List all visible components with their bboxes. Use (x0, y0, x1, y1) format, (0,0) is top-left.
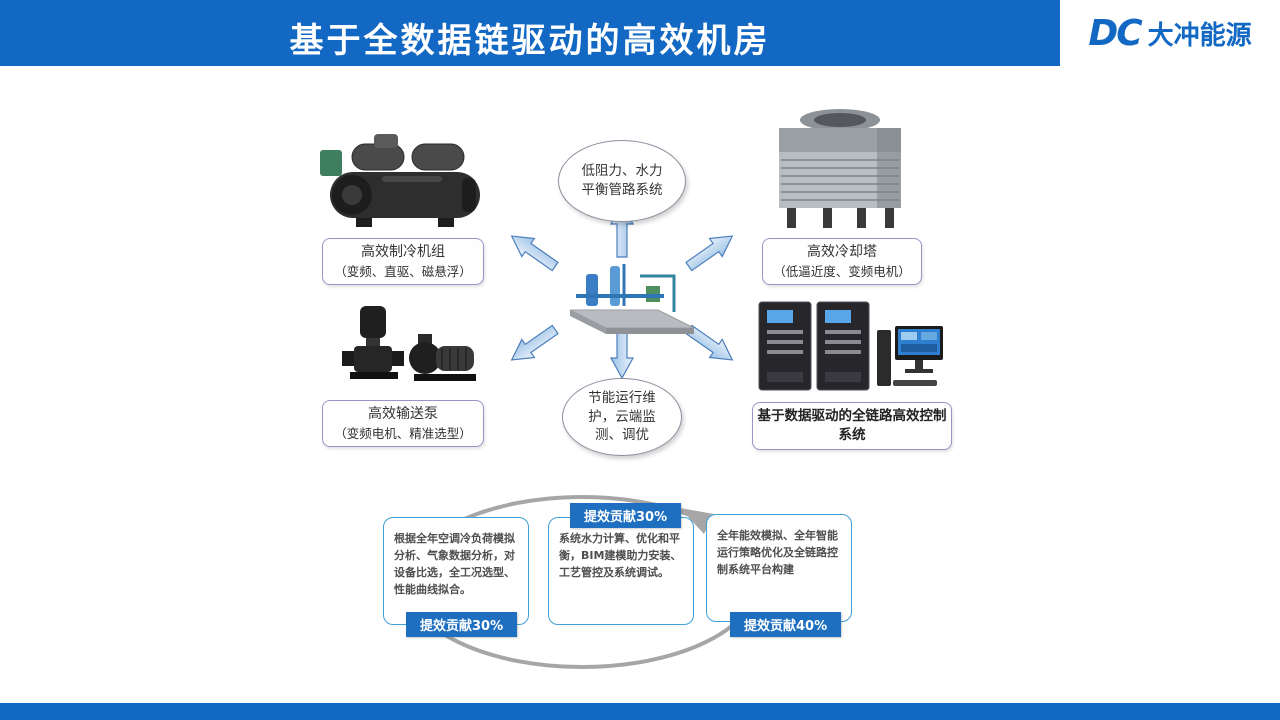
step-box-selection: 根据全年空调冷负荷模拟分析、气象数据分析，对设备比选，全工况选型、性能曲线拟合。 (383, 517, 529, 625)
central-plant-image (569, 264, 695, 334)
efficiency-badge-3: 提效贡献40% (730, 612, 842, 637)
chiller-image (320, 134, 480, 227)
logo-company-name: 大冲能源 (1147, 20, 1252, 51)
pumps-image (342, 306, 476, 381)
header-bar: 基于全数据链驱动的高效机房 DC 大冲能源 (0, 0, 1280, 66)
arrow-lower-left-icon (510, 324, 559, 361)
step-text: 系统水力计算、优化和平衡，BIM建模助力安装、工艺管控及系统调试。 (559, 532, 682, 580)
tower-title: 高效冷却塔 (807, 244, 877, 260)
pump-subtitle: （变频电机、精准选型） (334, 425, 472, 441)
control-system-image (758, 301, 943, 391)
page-title: 基于全数据链驱动的高效机房 (289, 21, 771, 61)
control-title: 基于数据驱动的全链路高效控制系统 (757, 408, 947, 443)
tower-subtitle: （低逼近度、变频电机） (773, 263, 911, 279)
logo-dc-icon: DC (1088, 12, 1142, 54)
step-box-hydraulic: 系统水力计算、优化和平衡，BIM建模助力安装、工艺管控及系统调试。 (548, 517, 694, 625)
chiller-subtitle: （变频、直驱、磁悬浮） (334, 263, 472, 279)
pipeline-system-node: 低阻力、水力平衡管路系统 (558, 140, 686, 222)
step-text: 根据全年空调冷负荷模拟分析、气象数据分析，对设备比选，全工况选型、性能曲线拟合。 (394, 532, 515, 597)
pump-label: 高效输送泵 （变频电机、精准选型） (322, 400, 484, 448)
step-text: 全年能效模拟、全年智能运行策略优化及全链路控制系统平台构建 (717, 529, 838, 577)
chiller-title: 高效制冷机组 (361, 244, 445, 260)
cloud-maintenance-node: 节能运行维护，云端监测、调优 (562, 378, 682, 456)
arrow-lower-right-icon (685, 324, 734, 361)
pump-title: 高效输送泵 (368, 406, 438, 422)
chiller-label: 高效制冷机组 （变频、直驱、磁悬浮） (322, 238, 484, 286)
tower-label: 高效冷却塔 （低逼近度、变频电机） (762, 238, 922, 286)
step-box-strategy: 全年能效模拟、全年智能运行策略优化及全链路控制系统平台构建 (706, 514, 852, 622)
efficiency-badge-2: 提效贡献30% (570, 503, 682, 528)
arrow-upper-left-icon (510, 235, 559, 272)
arrow-upper-right-icon (685, 235, 734, 272)
company-logo: DC 大冲能源 (1060, 0, 1280, 66)
footer-bar (0, 703, 1280, 720)
efficiency-badge-1: 提效贡献30% (406, 612, 518, 637)
control-label: 基于数据驱动的全链路高效控制系统 (752, 402, 952, 450)
cooling-tower-image (779, 109, 901, 228)
